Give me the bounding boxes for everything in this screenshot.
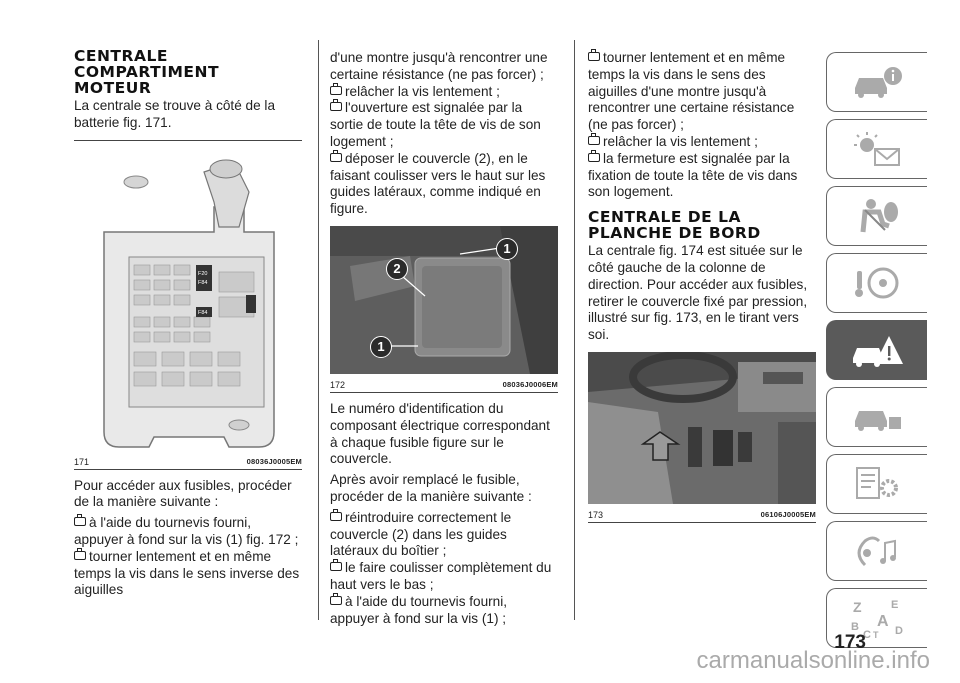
index-letter: Z [853,599,862,615]
step-icon [330,559,342,572]
figure-code: 08036J0005EM [246,456,302,466]
figure-code: 06106J0005EM [760,509,816,519]
step-icon [330,149,342,162]
bullet-item: tourner lentement et en même temps la vi… [74,547,302,599]
fuse-label-f20: F20 [198,271,207,277]
airbag-safety-icon [860,199,898,233]
identification-paragraph: Le numéro d'identification du composant … [330,400,550,467]
step-icon [588,149,600,162]
column-3: tourner lentement et en même temps la vi… [588,49,816,531]
car-info-icon [855,67,902,98]
page-number: 173 [834,632,866,653]
tab-safety[interactable] [826,186,927,246]
figure-caption-173: 173 06106J0005EM [588,510,816,523]
column-2: d'une montre jusqu'à rencontrer une cert… [330,50,558,627]
callout-cover-2: 2 [386,257,408,280]
bullet-item: tourner lentement et en même temps la vi… [588,49,816,134]
index-letter: D [895,625,903,637]
bullet-item: à l'aide du tournevis fourni, appuyer à … [330,592,558,628]
step-icon [74,514,86,527]
after-replacement-paragraph: Après avoir remplacé le fusible, procéde… [330,472,532,504]
bullet-text: la fermeture est signalée par la fixatio… [588,150,798,200]
tab-technical-data[interactable] [826,454,927,514]
tab-emergency[interactable] [826,320,927,380]
watermark: carmanualsonline.info [696,647,930,674]
tab-car-info[interactable] [826,52,927,112]
bullet-item: la fermeture est signalée par la fixatio… [588,149,816,201]
figure-171: F20 F84 F84 171 08036J0005EM [74,146,302,470]
access-paragraph: Pour accéder aux fusibles, procéder de l… [74,477,292,510]
bullet-item: relâcher la vis lentement ; [330,82,558,101]
bullet-text: déposer le couvercle (2), en le faisant … [330,150,546,217]
multimedia-icon [857,536,896,567]
fuse-box-illustration: F20 F84 F84 [74,146,302,452]
dashboard-fuse-cover-photo [588,351,816,504]
bullet-text: tourner lentement et en même temps la vi… [74,548,300,598]
bullet-item: le faire coulisser complètement du haut … [330,559,558,594]
index-letters-icon: Z E B A C D T [851,599,903,640]
index-letter: A [877,613,889,630]
warning-lights-icon [854,132,900,166]
callout-screw-1-bottom: 1 [370,335,392,358]
tab-warning-lights[interactable] [826,119,927,179]
index-letter: T [873,630,879,640]
figure-173: 173 06106J0005EM [588,351,816,523]
bullet-item: déposer le couvercle (2), en le faisant … [330,149,558,218]
fuse-box-cover-photo: 1 2 1 [330,225,558,374]
section-heading-engine-compartment: CENTRALE COMPARTIMENT MOTEUR [74,47,220,97]
step-icon [330,99,342,112]
bullet-item: relâcher la vis lentement ; [588,132,816,151]
bullet-item: réintroduire correctement le couvercle (… [330,508,558,560]
bullet-text: l'ouverture est signalée par la sortie d… [330,100,541,149]
bullet-item: à l'aide du tournevis fourni, appuyer à … [74,514,302,549]
bullet-text: à l'aide du tournevis fourni, appuyer à … [330,593,508,626]
figure-code: 08036J0006EM [502,379,558,389]
index-letter: C [863,629,871,640]
figure-number: 171 [74,456,90,467]
step-icon [330,592,342,605]
figure-172: 1 2 1 172 08036J0006EM [330,225,558,393]
step-icon [588,132,600,145]
dashboard-paragraph: La centrale fig. 174 est située sur le c… [588,243,808,343]
column-separator [318,40,319,620]
continued-text: d'une montre jusqu'à rencontrer une cert… [330,50,548,82]
chapter-sidebar: Z E B A C D T [826,52,927,655]
maintenance-car-icon [855,411,901,431]
tab-index[interactable]: Z E B A C D T [826,588,927,648]
index-letter: B [851,621,859,633]
intro-paragraph: La centrale se trouve à côté de la batte… [74,98,276,130]
column-1: CENTRALE COMPARTIMENT MOTEUR La centrale… [74,48,302,599]
emergency-car-icon [853,336,903,367]
divider [74,139,302,141]
index-letter: E [891,599,898,611]
bullet-text: relâcher la vis lentement ; [345,83,500,99]
fuse-label-f84-2: F84 [198,310,207,316]
specs-gear-icon [856,467,898,499]
tab-maintenance[interactable] [826,387,927,447]
figure-number: 173 [588,509,604,520]
fuse-label-f84: F84 [198,280,207,286]
steering-key-icon [855,267,899,299]
bullet-item: l'ouverture est signalée par la sortie d… [330,99,558,150]
column-separator [574,40,575,620]
bullet-text: réintroduire correctement le couvercle (… [330,509,512,559]
bullet-text: relâcher la vis lentement ; [603,133,758,149]
step-icon [588,49,600,61]
figure-caption-172: 172 08036J0006EM [330,380,558,393]
section-heading-dashboard: CENTRALE DE LA PLANCHE DE BORD [588,208,761,243]
bullet-text: le faire coulisser complètement du haut … [330,560,552,592]
tab-multimedia[interactable] [826,521,927,581]
step-icon [330,508,342,521]
figure-number: 172 [330,379,346,390]
bullet-text: à l'aide du tournevis fourni, appuyer à … [74,515,299,547]
tab-starting-driving[interactable] [826,253,927,313]
step-icon [74,547,86,560]
bullet-text: tourner lentement et en même temps la vi… [588,50,795,133]
figure-caption-171: 171 08036J0005EM [74,457,302,470]
callout-screw-1-top: 1 [496,237,518,260]
step-icon [330,82,342,95]
